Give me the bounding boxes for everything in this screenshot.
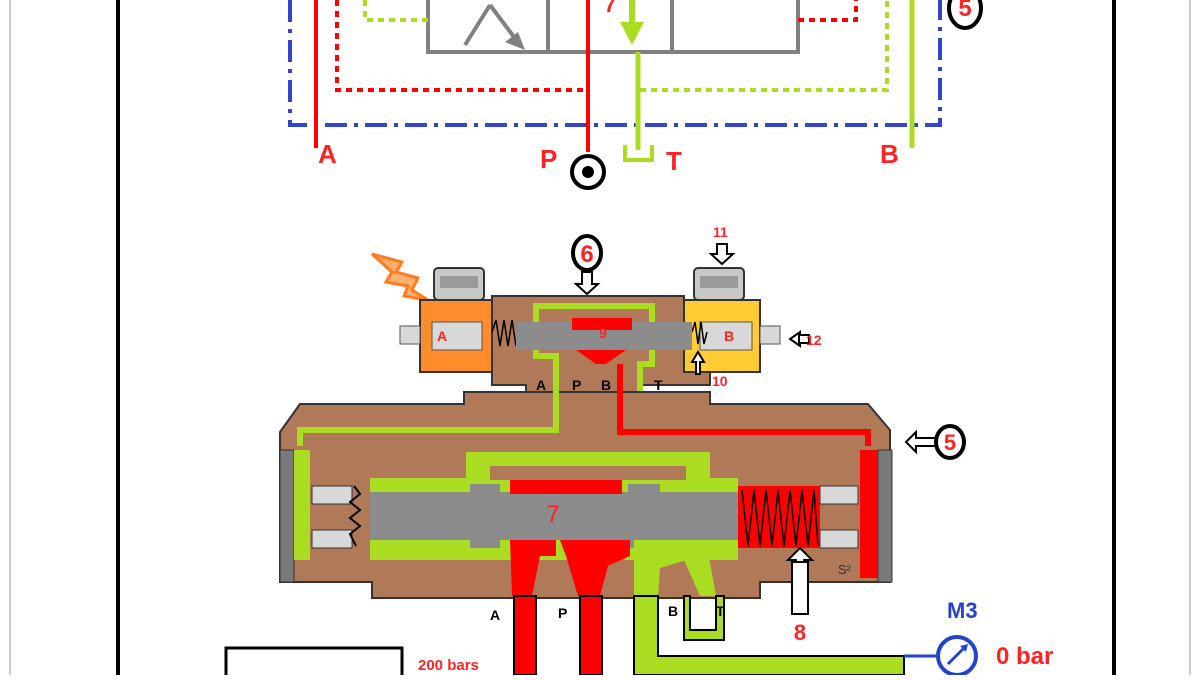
callout-7-top: 7	[604, 0, 616, 17]
pilot-port-p: P	[572, 377, 581, 393]
spring-chamber-mark: S²	[838, 562, 852, 577]
valve-envelope	[426, 0, 800, 54]
pilot-line	[288, 0, 942, 127]
solenoid-a-label: A	[437, 328, 447, 344]
main-valve: 7 S² A P B T 5 8	[279, 364, 966, 676]
pilot-port-t: T	[654, 377, 663, 393]
pressure-label: 200 bars	[418, 657, 479, 674]
callout-5-right: 5	[934, 424, 966, 460]
port-a-label: A	[318, 139, 337, 169]
pilot-port-b: B	[601, 377, 611, 393]
lightning-icon	[370, 252, 429, 302]
port-p-label: P	[540, 144, 557, 174]
main-port-p: P	[558, 605, 567, 621]
callout-8: 8	[794, 620, 806, 645]
pilot-valve: 6 11 A B 12	[370, 224, 822, 420]
pilot-chamber-9	[572, 318, 632, 330]
main-port-t: T	[716, 603, 725, 619]
callout-12: 12	[806, 332, 822, 348]
solenoid-b-label: B	[724, 328, 734, 344]
callout-10: 10	[712, 373, 728, 389]
main-port-a: A	[490, 607, 500, 623]
callout-6: 6	[571, 234, 603, 272]
outer-frame	[9, 0, 1191, 675]
main-port-b: B	[668, 603, 678, 619]
main-spool	[370, 484, 738, 548]
callout-5-top: 5	[947, 0, 983, 30]
port-t-label: T	[666, 146, 682, 176]
schematic-symbol: A P T B 7 5	[288, 0, 983, 190]
pressure-gauge-icon	[904, 635, 978, 677]
gauge-name: M3	[947, 598, 978, 623]
svg-text:6: 6	[580, 241, 593, 268]
gauge-reading: 0 bar	[996, 643, 1053, 670]
svg-text:5: 5	[944, 430, 956, 455]
port-b-label: B	[880, 139, 899, 169]
info-box	[224, 646, 404, 680]
callout-7-main: 7	[546, 501, 559, 528]
arrow-icon	[573, 271, 601, 296]
callout-9: 9	[599, 325, 607, 341]
tank-symbol	[623, 145, 654, 162]
svg-text:5: 5	[958, 0, 971, 22]
callout-11: 11	[713, 224, 728, 240]
pilot-port-a: A	[536, 377, 546, 393]
pump-icon	[570, 154, 606, 190]
